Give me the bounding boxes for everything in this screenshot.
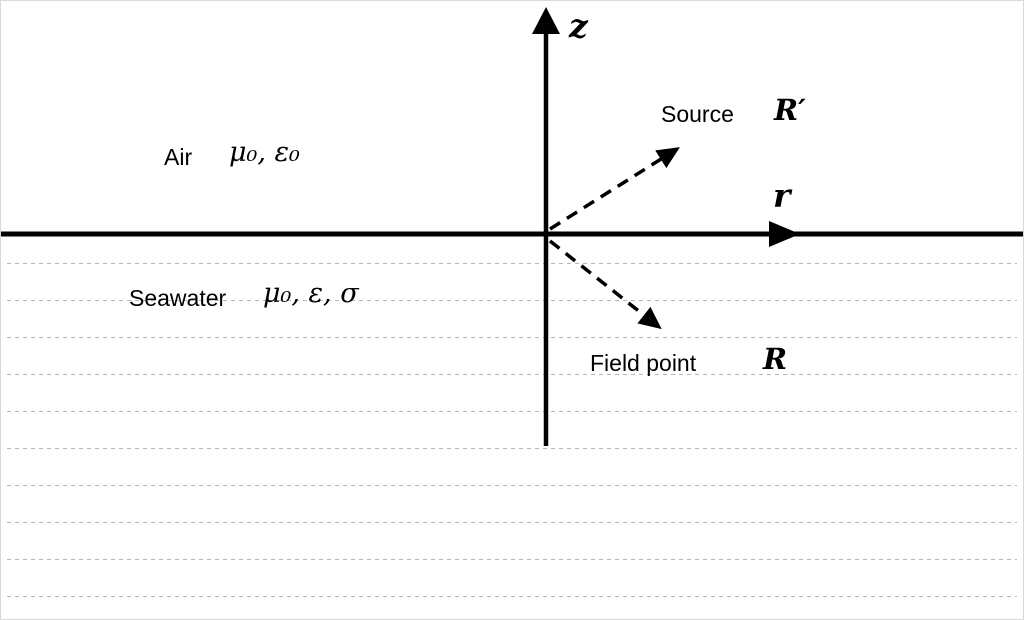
seawater-hatch-line	[7, 596, 1017, 597]
seawater-hatch-line	[7, 337, 1017, 338]
seawater-hatch-line	[7, 522, 1017, 523]
source-arrow	[549, 147, 680, 231]
r-axis-label: r	[773, 176, 791, 215]
r-axis-arrowhead-icon	[769, 221, 800, 247]
field-point-arrow	[548, 239, 662, 330]
seawater-hatch-line	[7, 263, 1017, 264]
air-region-params: μ₀, ε₀	[229, 137, 300, 168]
field-point-symbol: R	[763, 342, 788, 376]
source-label: Source	[661, 101, 734, 127]
seawater-hatch-line	[7, 411, 1017, 412]
seawater-hatch-line	[7, 374, 1017, 375]
seawater-hatch-line	[7, 559, 1017, 560]
seawater-hatch-line	[7, 300, 1017, 301]
z-axis-label: z	[569, 6, 588, 45]
seawater-region-params: μ₀, ε, σ	[263, 278, 359, 309]
source-symbol: R′	[774, 93, 806, 127]
seawater-hatch-line	[7, 485, 1017, 486]
air-region-label: Air	[164, 144, 193, 170]
field-point-label: Field point	[590, 350, 697, 376]
seawater-hatch-line	[7, 448, 1017, 449]
seawater-region-label: Seawater	[129, 285, 227, 311]
z-axis-arrowhead-icon	[532, 7, 560, 34]
